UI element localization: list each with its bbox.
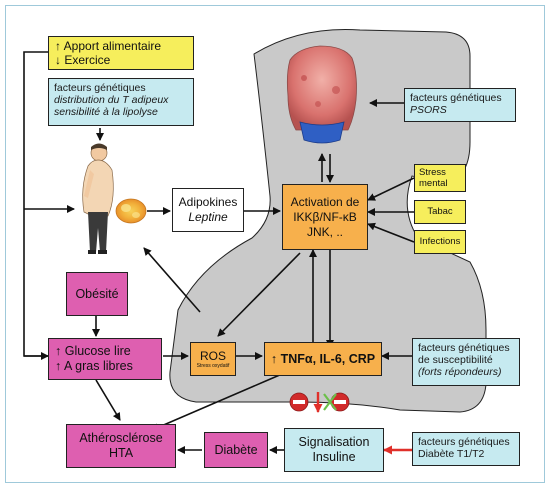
diabetes-label: Diabète [214,442,258,457]
genetic-fat-line-1: distribution du T adipeux [54,94,169,106]
athero-line-2: HTA [108,446,134,460]
connector-arrows [23,51,415,454]
tabac-label: Tabac [427,206,453,217]
genetic-factors-fat-box: facteurs génétiques distribution du T ad… [48,78,194,126]
signaling-line-1: Signalisation [298,435,370,449]
cytokines-box: ↑ TNFα, IL-6, CRP [264,342,382,376]
genetic-factors-susceptibility-box: facteurs génétiques de susceptibilité (f… [412,338,520,386]
genetic-fat-title: facteurs génétiques [54,82,146,94]
genetic-fat-line-2: sensibilité à la lipolyse [54,106,158,118]
activation-line-1: Activation de [290,194,360,209]
signaling-line-2: Insuline [312,450,356,464]
genetic-psors-title: facteurs génétiques [410,92,502,104]
obese-person-illustration [82,143,114,254]
genetic-factors-psors-box: facteurs génétiques PSORS [404,88,516,122]
insulin-signaling-box: Signalisation Insuline [284,428,384,472]
intake-line-2: ↓ Exercice [55,53,111,67]
glucose-line-1: ↑ Glucose lire [55,344,131,358]
genetic-psors-line-1: PSORS [410,104,447,116]
red-inhibition-arrows [313,392,412,455]
genetic-diabetes-line-1: Diabète T1/T2 [418,448,485,460]
diabetes-box: Diabète [204,432,268,468]
genetic-diabetes-title: facteurs génétiques [418,436,510,448]
ros-label: ROS [199,348,226,363]
inhibition-symbols [289,392,350,412]
genetic-susceptibility-title: facteurs génétiques [418,342,510,354]
genetic-susceptibility-line-2: (forts répondeurs) [418,366,502,378]
ros-sublabel: Stress oxydatif [196,362,230,369]
intake-box: ↑ Apport alimentaire ↓ Exercice [48,36,194,70]
obesity-label: Obésité [75,286,119,301]
genetic-factors-diabetes-box: facteurs génétiques Diabète T1/T2 [412,432,520,466]
adipokines-box: Adipokines Leptine [172,188,244,232]
infections-label: Infections [419,236,461,247]
atherosclerosis-box: Athérosclérose HTA [66,424,176,468]
adipokines-line-1: Adipokines [178,195,238,209]
glucose-line-2: ↑ A gras libres [55,359,133,373]
cytokines-label: ↑ TNFα, IL-6, CRP [270,352,376,366]
stress-box: Stress mental [414,164,466,192]
activation-line-2: IKKβ/NF-κB [293,209,357,224]
activation-line-3: JNK, .. [306,224,343,239]
activation-box: Activation de IKKβ/NF-κB JNK, .. [282,184,368,250]
stress-line-1: Stress [419,167,446,178]
genetic-susceptibility-line-1: de susceptibilité [418,354,493,366]
ros-box: ROS Stress oxydatif [190,342,236,376]
infections-box: Infections [414,230,466,254]
athero-line-1: Athérosclérose [79,431,163,445]
stress-line-2: mental [419,178,448,189]
glucose-fatty-acids-box: ↑ Glucose lire ↑ A gras libres [48,338,162,380]
adipocyte-illustration [115,198,147,224]
adipokines-line-2: Leptine [188,210,228,224]
tabac-box: Tabac [414,200,466,224]
obesity-box: Obésité [66,272,128,316]
intake-line-1: ↑ Apport alimentaire [55,39,162,53]
psoriasis-torso-illustration [286,45,357,144]
